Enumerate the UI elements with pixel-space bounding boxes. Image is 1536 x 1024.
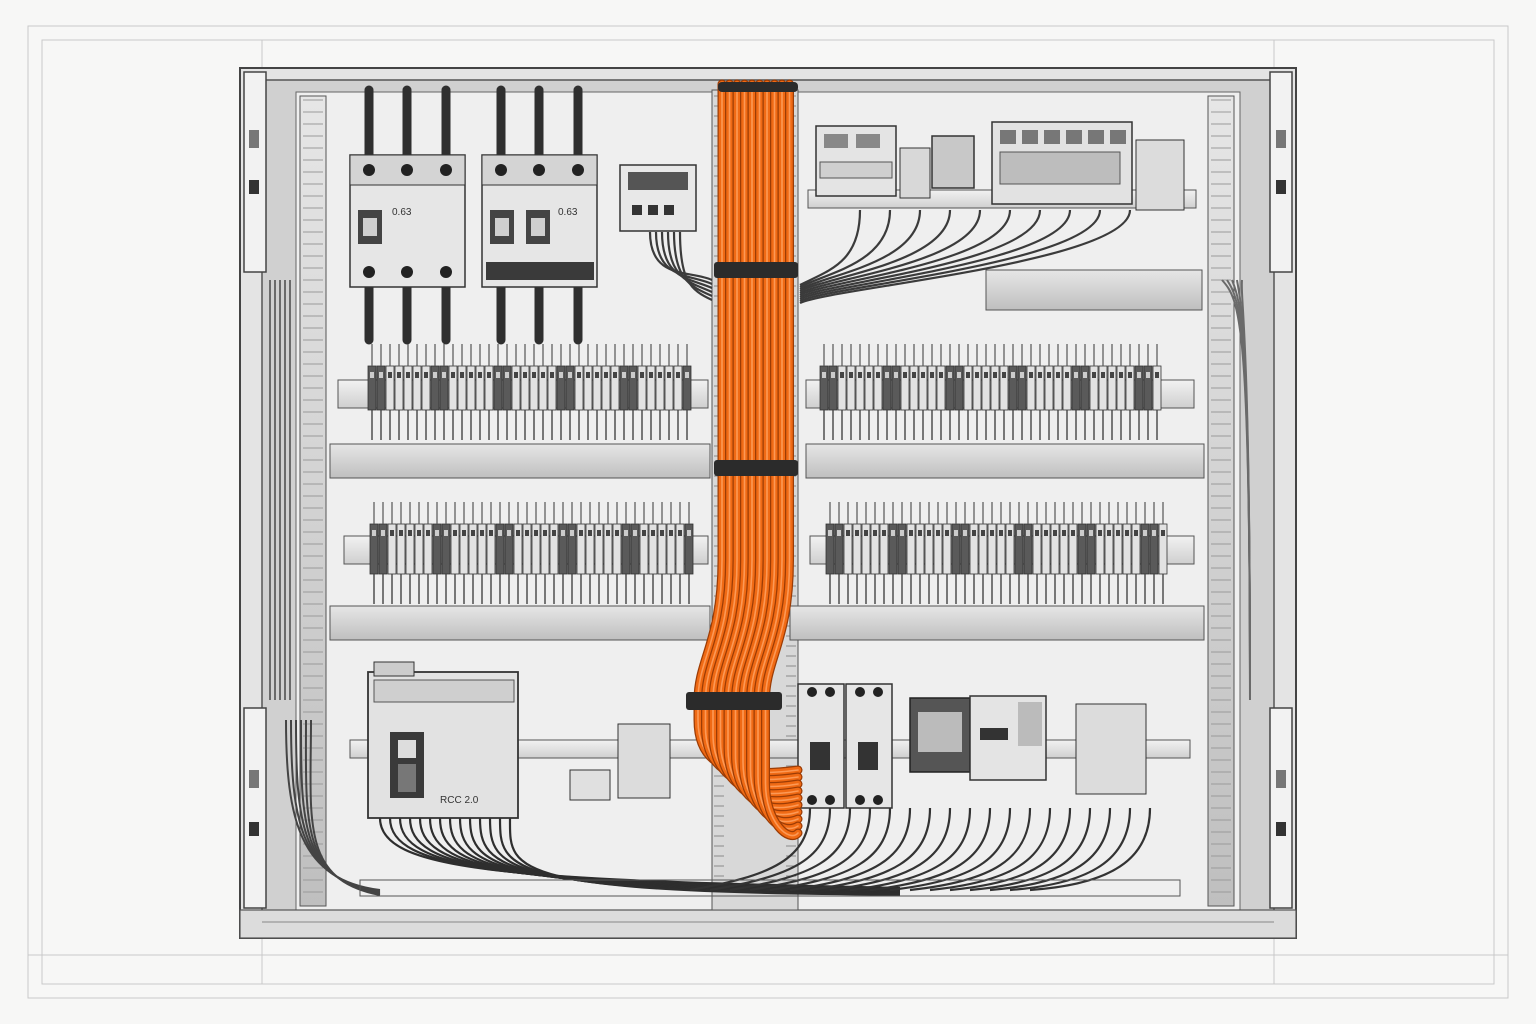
plc-module-label: RCC 2.0 <box>440 795 479 806</box>
top-wires <box>269 85 1251 701</box>
meter-module <box>619 164 697 232</box>
breaker-right-label: 0.63 <box>558 207 578 218</box>
main-breaker-right: 0.63 <box>481 154 598 288</box>
contactor-pair <box>797 683 893 809</box>
terminal-row-1-right <box>819 344 1162 440</box>
terminal-row-2-left <box>369 502 694 604</box>
plc-module: RCC 2.0 <box>367 661 519 819</box>
terminal-row-2-right <box>825 502 1168 604</box>
main-breaker-left: 0.63 <box>349 154 466 288</box>
cable-ties <box>686 262 798 710</box>
bottom-wires <box>285 719 1181 897</box>
relay-group-center <box>569 723 671 801</box>
horizontal-ducts <box>329 269 1205 641</box>
top-right-devices <box>815 121 1185 211</box>
door-latches <box>243 71 1293 909</box>
bottom-right-devices <box>909 695 1147 795</box>
terminal-row-1-left <box>367 344 692 440</box>
breaker-left-label: 0.63 <box>392 207 412 218</box>
